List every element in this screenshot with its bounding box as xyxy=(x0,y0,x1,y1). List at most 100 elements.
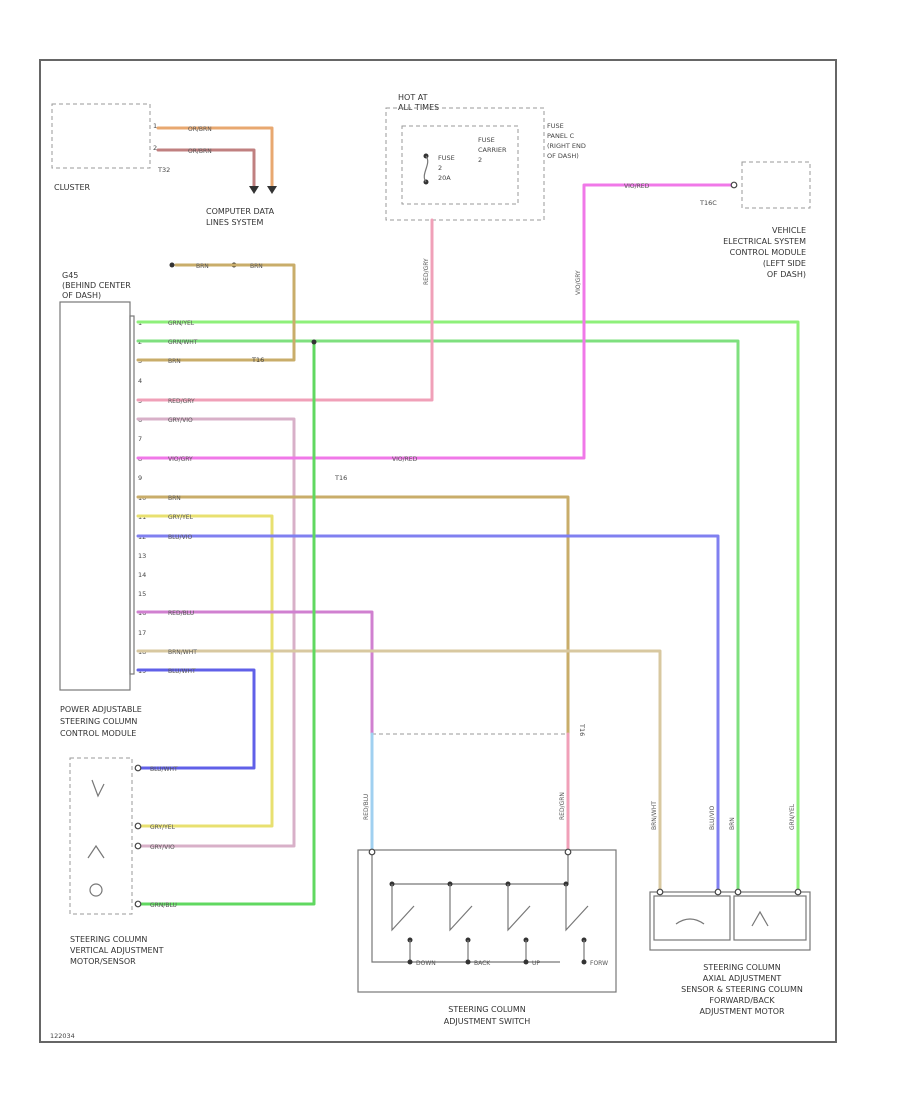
switch-position-label: DOWN xyxy=(416,960,436,967)
wire-label: OR/BRN xyxy=(188,148,212,155)
wire-label: BLU/WHT xyxy=(150,766,178,773)
switch-contact-icon xyxy=(563,881,589,965)
switch-contact-icon xyxy=(389,881,415,965)
wire-label: RED/BLU xyxy=(363,794,370,820)
pasc-pin-number: 15 xyxy=(138,590,146,598)
wire-brn-switch xyxy=(136,495,570,854)
pasc-pin-number: 17 xyxy=(138,629,146,637)
cluster-box xyxy=(51,103,151,169)
fuse-icon xyxy=(423,155,429,183)
switch-contacts: DOWN BACK UP FORW xyxy=(389,881,608,967)
pasc-pin-number: 7 xyxy=(138,435,142,443)
sensor-icon xyxy=(675,918,705,925)
wire-gry-yel xyxy=(136,514,274,828)
vecm-connector-label: T16C xyxy=(699,199,717,207)
sensor-icon xyxy=(91,779,105,798)
wire-gry-vio xyxy=(136,417,296,848)
ground-point-icon xyxy=(169,262,175,268)
fuse-panel-box xyxy=(385,107,545,221)
axial-motor-box xyxy=(649,891,811,951)
wire-label: BRN/WHT xyxy=(168,649,197,656)
wire-label: BLU/WHT xyxy=(168,668,196,675)
cluster-connector-label: T32 xyxy=(157,166,170,174)
wire-label: BRN xyxy=(196,263,209,270)
pasc-pin-number: 14 xyxy=(138,571,146,579)
switch-position-label: UP xyxy=(532,960,540,967)
wire-or-brn-2 xyxy=(156,148,256,190)
terminal-icon xyxy=(134,764,142,772)
terminal-icon xyxy=(368,848,376,856)
terminal-icon xyxy=(734,888,742,896)
wire-label: GRN/BLU xyxy=(150,902,177,909)
wire-label: VIO/RED xyxy=(392,456,418,463)
wire-label: BRN xyxy=(168,358,181,365)
wire-grn-blu xyxy=(136,340,316,906)
wire-label: BRN/WHT xyxy=(651,801,658,830)
switch-position-label: BACK xyxy=(474,960,491,967)
switch-bus-top xyxy=(392,852,569,885)
sensor-icon xyxy=(87,844,105,859)
pasc-module-box xyxy=(59,301,131,691)
fuse-carrier-box xyxy=(401,125,519,205)
pasc-pin-number: 4 xyxy=(138,377,142,385)
wire-label: RED/GRN xyxy=(559,792,566,820)
terminal-icon xyxy=(714,888,722,896)
wire-label: BLU/VIO xyxy=(168,534,192,541)
terminal-icon xyxy=(656,888,664,896)
connector-terminal-icon xyxy=(267,186,277,194)
wire-brn-ground xyxy=(136,263,296,362)
wire-or-brn-1 xyxy=(156,126,274,190)
wire-label: RED/GRY xyxy=(168,398,195,405)
switch-position-label: FORW xyxy=(590,960,608,967)
wire-label: VIO/GRY xyxy=(168,456,193,463)
diagram-frame xyxy=(39,59,837,1043)
wire-red-gry xyxy=(136,218,434,402)
terminal-icon xyxy=(134,842,142,850)
connector-terminal-icon xyxy=(249,186,259,194)
terminal-icon xyxy=(730,181,738,189)
wire-label: VIO/GRY xyxy=(575,270,582,295)
wire-label: GRY/YEL xyxy=(168,514,194,521)
wire-label: GRY/VIO xyxy=(168,417,193,424)
switch-contact-icon xyxy=(505,881,531,965)
adjustment-switch-box xyxy=(357,849,617,993)
terminal-icon xyxy=(134,822,142,830)
pasc-connector-strip xyxy=(129,315,135,675)
terminal-icon xyxy=(794,888,802,896)
terminal-icon xyxy=(134,900,142,908)
wire-label: VIO/RED xyxy=(624,183,650,190)
wire-grn-wht xyxy=(136,339,740,894)
pasc-pin-number: 13 xyxy=(138,552,146,560)
wire-label: GRN/WHT xyxy=(168,339,198,346)
wire-grn-yel xyxy=(136,320,800,894)
wire-brn-wht xyxy=(136,649,662,894)
t16-connector-label: T16 xyxy=(334,474,347,482)
motor-icon xyxy=(89,883,103,897)
wire-label: GRN/YEL xyxy=(789,803,796,830)
wire-label: OR/BRN xyxy=(188,126,212,133)
switch-bus-left xyxy=(371,852,560,963)
terminals xyxy=(134,181,802,908)
vertical-motor-box xyxy=(69,757,133,915)
cluster-label: CLUSTER xyxy=(54,183,91,192)
wire-label: GRN/YEL xyxy=(168,320,195,327)
switch-contact-icon xyxy=(447,881,473,965)
diagram-id: 122034 xyxy=(50,1032,75,1040)
pin-label: 2 xyxy=(153,144,157,152)
motor-icon xyxy=(751,910,769,927)
wire-label: GRY/YEL xyxy=(150,824,176,831)
wire-label: BRN xyxy=(168,495,181,502)
wire-vio-gry xyxy=(136,183,736,460)
wire-label: GRY/VIO xyxy=(150,844,175,851)
